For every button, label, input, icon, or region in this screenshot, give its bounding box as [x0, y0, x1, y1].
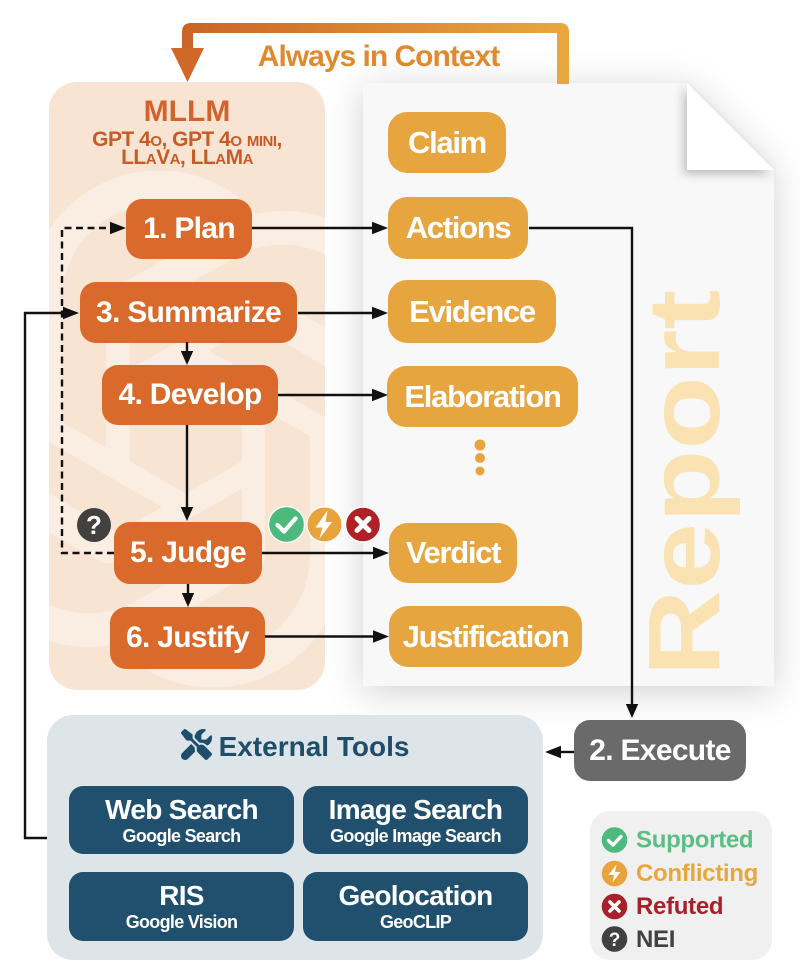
- svg-text:Conflicting: Conflicting: [636, 860, 758, 887]
- svg-text:Report: Report: [626, 290, 740, 677]
- svg-text:Refuted: Refuted: [636, 893, 723, 920]
- svg-text:NEI: NEI: [636, 926, 675, 953]
- svg-text:?: ?: [609, 930, 621, 951]
- svg-text:Supported: Supported: [636, 827, 753, 854]
